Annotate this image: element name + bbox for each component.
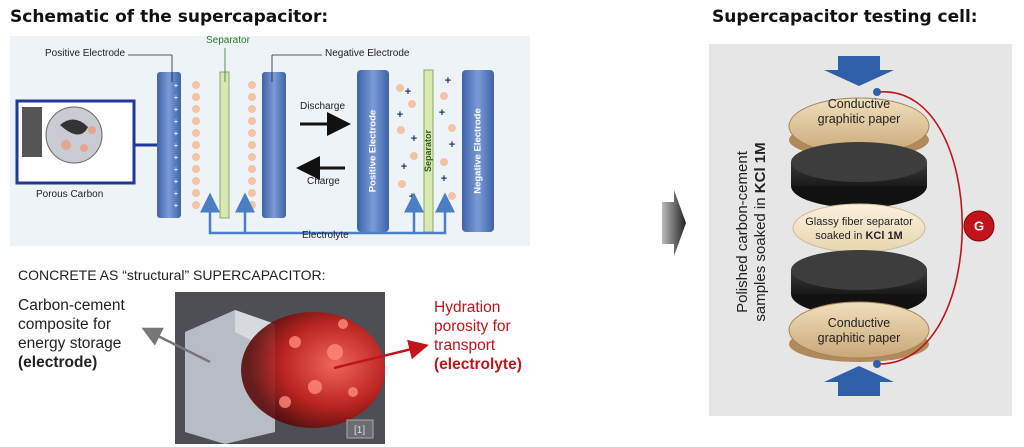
porosity-network	[241, 312, 385, 428]
galvanometer-icon	[963, 210, 995, 242]
vertical-positive-label: Positive Electrode	[367, 109, 379, 193]
svg-text:+: +	[411, 133, 417, 145]
carbon-particle	[60, 119, 88, 135]
testing-cell-illustration	[788, 56, 995, 396]
citation-box	[346, 419, 374, 439]
pointer-arrows	[141, 327, 429, 370]
svg-text:+: +	[405, 86, 411, 98]
separator-membrane	[219, 71, 230, 219]
electrode-pointer-arrow	[141, 327, 211, 364]
negative-electrode	[262, 72, 286, 218]
ion-dot	[61, 140, 71, 150]
top-contact-dot	[873, 88, 881, 96]
electrolyte-label: Electrolyte	[302, 230, 349, 241]
concrete-render	[175, 292, 385, 444]
electrode-description: Carbon-cement composite for energy stora…	[18, 296, 125, 372]
svg-text:+: +	[174, 129, 179, 138]
concrete-title: CONCRETE AS “structural” SUPERCAPACITOR:	[18, 267, 326, 283]
discharged-negative-electrode	[462, 70, 494, 232]
top-pressure-arrow-head	[824, 70, 894, 86]
discharged-positive-electrode	[357, 70, 389, 232]
top-paper-label: Conductive graphitic paper	[789, 97, 929, 127]
bottom-conductive-paper	[788, 301, 930, 359]
plus-charges: + + + + + + + + + + +	[174, 81, 179, 210]
bottom-pressure-arrow-head	[824, 366, 894, 382]
ion-dot	[80, 144, 88, 152]
svg-text:+: +	[439, 107, 445, 119]
separator-line: Glassy fiber separator	[805, 216, 913, 228]
svg-text:+: +	[174, 105, 179, 114]
electrode-desc-line: composite for	[18, 316, 112, 333]
svg-text:+: +	[174, 153, 179, 162]
vertical-negative-label: Negative Electrode	[472, 108, 484, 194]
porous-carbon-sample	[22, 107, 42, 157]
svg-text:+: +	[174, 81, 179, 90]
svg-text:+: +	[447, 203, 453, 215]
side-label-bold: KCl 1M	[752, 142, 769, 194]
vertical-separator-label: Separator	[423, 129, 433, 173]
separator-line-prefix: soaked in	[815, 230, 866, 242]
top-pressure-arrow-shaft	[838, 56, 880, 70]
bottom-paper-line: graphitic paper	[817, 331, 901, 345]
electrolyte-desc-line: Hydration	[434, 299, 501, 316]
side-label: Polished carbon-cement samples soaked in…	[734, 142, 770, 321]
electrolyte-desc-bold: (electrolyte)	[434, 356, 522, 373]
svg-text:+: +	[401, 161, 407, 173]
anion-column	[192, 81, 200, 209]
separator-line-bold: KCl 1M	[865, 230, 903, 242]
svg-text:+: +	[174, 165, 179, 174]
svg-text:+: +	[174, 177, 179, 186]
electrode-desc-bold: (electrode)	[18, 354, 98, 371]
svg-text:+: +	[174, 141, 179, 150]
side-label-prefix: samples soaked in	[752, 193, 769, 322]
svg-text:+: +	[174, 93, 179, 102]
electrolyte-desc-line: transport	[434, 337, 496, 354]
electrolyte-pointer-arrow	[333, 339, 429, 370]
porous-carbon-zoom	[45, 106, 103, 164]
porosity-specks	[279, 319, 358, 408]
discharge-label: Discharge	[300, 101, 346, 112]
svg-text:+: +	[174, 201, 179, 210]
svg-text:+: +	[397, 109, 403, 121]
svg-text:+: +	[174, 189, 179, 198]
bottom-paper-line: Conductive	[827, 316, 891, 330]
ion-dot	[88, 126, 96, 134]
electrolyte-desc-line: porosity for	[434, 318, 511, 335]
top-paper-line: Conductive	[827, 97, 891, 111]
svg-text:+: +	[441, 173, 447, 185]
lower-carbon-cement-disk	[791, 250, 927, 290]
charge-label: Charge	[307, 176, 340, 187]
electrolyte-description: Hydration porosity for transport (electr…	[434, 298, 522, 374]
svg-text:+: +	[174, 117, 179, 126]
supercapacitor-schematic: ++++ ++++ +++ +++ +++ +++ +	[10, 36, 530, 246]
top-paper-line: graphitic paper	[817, 112, 901, 126]
negative-electrode-label: Negative Electrode	[325, 48, 410, 59]
bottom-pressure-arrow-shaft	[838, 382, 880, 396]
circuit-wire	[878, 91, 963, 365]
schematic-title: Schematic of the supercapacitor:	[10, 7, 329, 27]
upper-carbon-cement-disk	[791, 142, 927, 182]
positive-electrode	[157, 72, 181, 218]
positive-electrode-label: Positive Electrode	[45, 48, 126, 59]
electrode-desc-line: energy storage	[18, 335, 122, 352]
svg-text:+: +	[445, 75, 451, 87]
bottom-contact-dot	[873, 360, 881, 368]
separator-cell-label: Glassy fiber separator soaked in KCl 1M	[784, 215, 934, 243]
testing-cell-title: Supercapacitor testing cell:	[712, 7, 978, 27]
citation-label: [1]	[354, 425, 366, 436]
separator-label: Separator	[206, 35, 250, 46]
side-label-line: Polished carbon-cement	[734, 151, 751, 313]
electrode-desc-line: Carbon-cement	[18, 297, 125, 314]
transition-arrow-icon	[662, 190, 686, 256]
bottom-paper-label: Conductive graphitic paper	[789, 316, 929, 346]
porous-carbon-label: Porous Carbon	[36, 189, 104, 200]
svg-text:+: +	[449, 139, 455, 151]
galvanometer-label: G	[973, 218, 985, 234]
